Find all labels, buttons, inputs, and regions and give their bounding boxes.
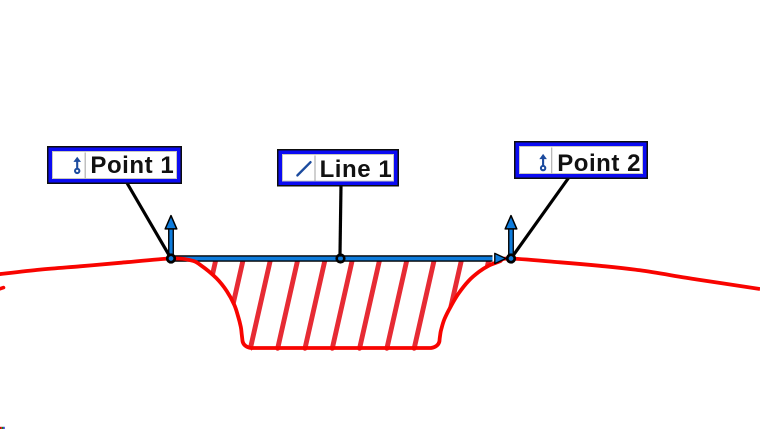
svg-text:Point 2: Point 2 <box>557 150 641 177</box>
svg-text:Line 1: Line 1 <box>320 156 393 183</box>
svg-text:Point 1: Point 1 <box>90 152 174 179</box>
